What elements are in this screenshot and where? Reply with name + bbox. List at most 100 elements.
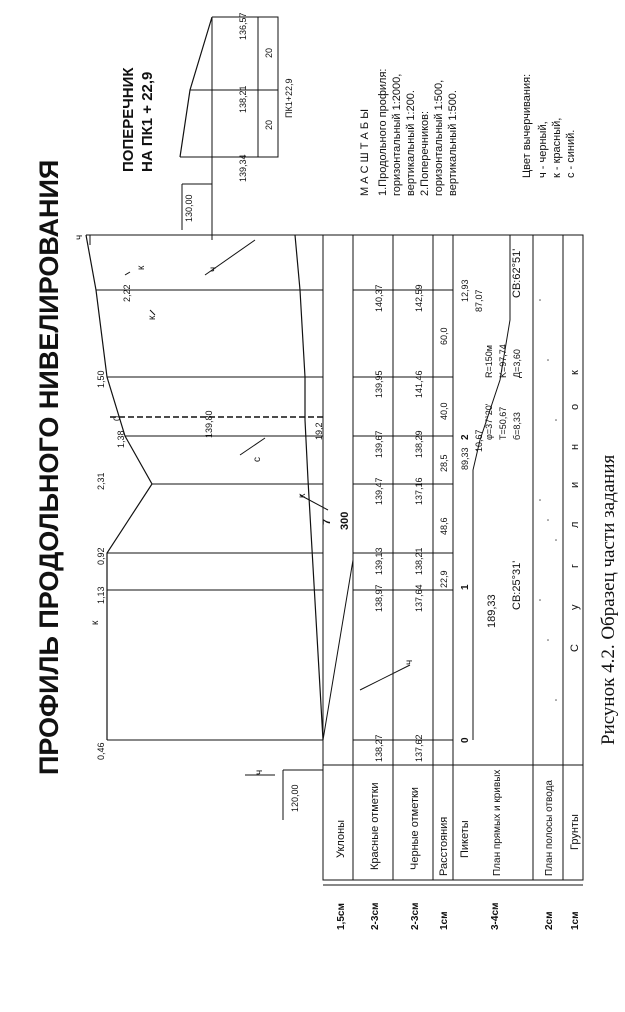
cs-elev-1: 136,57 [238,12,248,40]
plan-curve-2: R=150м [484,345,494,378]
soil-letter-7: о [569,404,581,410]
soil-letter-2: у [569,604,581,610]
black-mark-1: 137,62 [414,734,424,762]
distance-2: 48,6 [439,517,449,535]
scales-block: М А С Ш Т А Б Ы 1.Продольного профиля: г… [359,69,459,196]
slope-label-3: 19,2 [314,422,324,440]
annot-c-1: с [252,457,263,462]
black-mark-6: 141,46 [414,370,424,398]
row-h-1: 1,5см [336,903,347,930]
annot-k-1: к [136,265,147,270]
distance-1: 22,9 [439,570,449,588]
cs-elev-2: 138,21 [238,85,248,113]
picket-0: 0 [460,737,471,743]
annot-k-4: к [90,620,101,625]
scales-line-5: горизонтальный 1:500, [433,80,445,196]
row-label-black: Черные отметки [409,787,421,870]
main-title: ПРОФИЛЬ ПРОДОЛЬНОГО НИВЕЛИРОВАНИЯ [34,160,64,775]
scales-line-4: 2.Поперечников: [419,111,431,196]
soil-letter-5: и [569,482,581,488]
soil-letter-1: С [569,644,581,652]
row-label-soil: Грунты [569,814,581,850]
row-label-plan: План прямых и кривых [492,770,503,876]
annot-k-2: к [147,315,158,320]
distance-5: 60,0 [439,327,449,345]
row-label-pickets: Пикеты [459,820,471,858]
black-mark-4: 137,16 [414,477,424,505]
annot-ch-3: ч [404,660,415,665]
plan-curve-3: T=50,67 [498,407,508,440]
distance-3: 28,5 [439,454,449,472]
row-h-4: 1см [439,911,450,930]
red-mark-7: 140,37 [374,284,384,312]
red-mark-6: 139,95 [374,370,384,398]
work-mark-6: 0 [112,416,122,421]
distance-6: 12,93 [460,279,470,302]
profile-drawing [85,234,324,820]
plan-curve-4: K=97,74 [498,344,508,378]
red-mark-1: 138,27 [374,734,384,762]
point-mark: 139,80 [204,410,214,438]
cs-datum: 130,00 [184,194,194,222]
cross-section-ground [179,16,213,158]
plan-curve-1: φ=37°20' [484,403,494,440]
work-mark-2: 1,13 [96,586,106,604]
scales-line-6: вертикальный 1:500. [447,90,459,196]
work-mark-5: 1,38 [116,430,126,448]
colors-legend: Цвет вычерчивания: ч - черный, к - красн… [521,74,577,178]
work-mark-7: 1,50 [96,370,106,388]
black-mark-5: 138,29 [414,430,424,458]
cs-elev-3: 139,34 [238,154,248,182]
red-mark-2: 138,97 [374,584,384,612]
ground-line [85,234,153,740]
distance-8: 10,67 [474,429,484,452]
profile-datum: 120,00 [290,784,300,812]
row-h-6: 2см [544,911,555,930]
distance-7: 87,07 [474,289,484,312]
soil-letter-8: к [569,370,581,375]
row-h-7: 1см [570,911,581,930]
soil-letter-3: г [569,564,581,568]
row-label-slopes: Уклоны [335,820,347,858]
row-label-strip: План полосы отвода [544,780,555,876]
annot-ch-1: ч [74,235,85,240]
row-label-dist: Расстояния [438,817,450,876]
row-h-2: 2-3см [370,903,381,930]
work-mark-1: 0,46 [96,742,106,760]
plan-length-1: 189,33 [486,594,498,628]
cs-dist-2: 20 [264,120,274,130]
picket-1: 1 [460,584,471,590]
profile-table [322,234,584,881]
black-mark-7: 142,59 [414,284,424,312]
scales-line-3: вертикальный 1:200. [405,90,417,196]
row-label-red: Красные отметки [369,782,381,870]
colors-heading: Цвет вычерчивания: [521,74,533,178]
grade-line [294,234,324,741]
picket-2: 2 [460,434,471,440]
cross-section-title-1: ПОПЕРЕЧНИК [120,67,137,172]
black-mark-2: 137,64 [414,584,424,612]
slope-label-2: 300 [339,512,351,530]
cross-section-block: ПОПЕРЕЧНИК НА ПК1 + 22,9 136,57 138,21 1… [120,12,294,240]
annot-k-3: к [297,493,308,498]
soil-letter-6: н [569,444,581,450]
colors-line-3: с - синий. [565,130,577,178]
figure-caption: Рисунок 4.2. Образец части задания [598,454,619,745]
scales-heading: М А С Ш Т А Б Ы [359,109,371,196]
annot-ch-4: ч [254,770,265,775]
scales-line-2: горизонтальный 1:2000, [391,74,403,196]
colors-line-1: ч - черный, [537,121,549,178]
row-h-5: 3-4см [490,903,501,930]
annot-ch-2: ч [208,267,219,272]
work-mark-8: 2,22 [122,284,132,302]
distance-4: 40,0 [439,402,449,420]
strip-pattern [539,299,557,701]
cs-dist-1: 20 [264,48,274,58]
soil-letter-4: л [569,522,581,528]
colors-line-2: к - красный, [551,118,563,178]
black-mark-3: 138,21 [414,547,424,575]
cross-section-title-2: НА ПК1 + 22,9 [139,72,156,172]
cs-pk: ПК1+22,9 [284,79,294,119]
row-h-3: 2-3см [410,903,421,930]
